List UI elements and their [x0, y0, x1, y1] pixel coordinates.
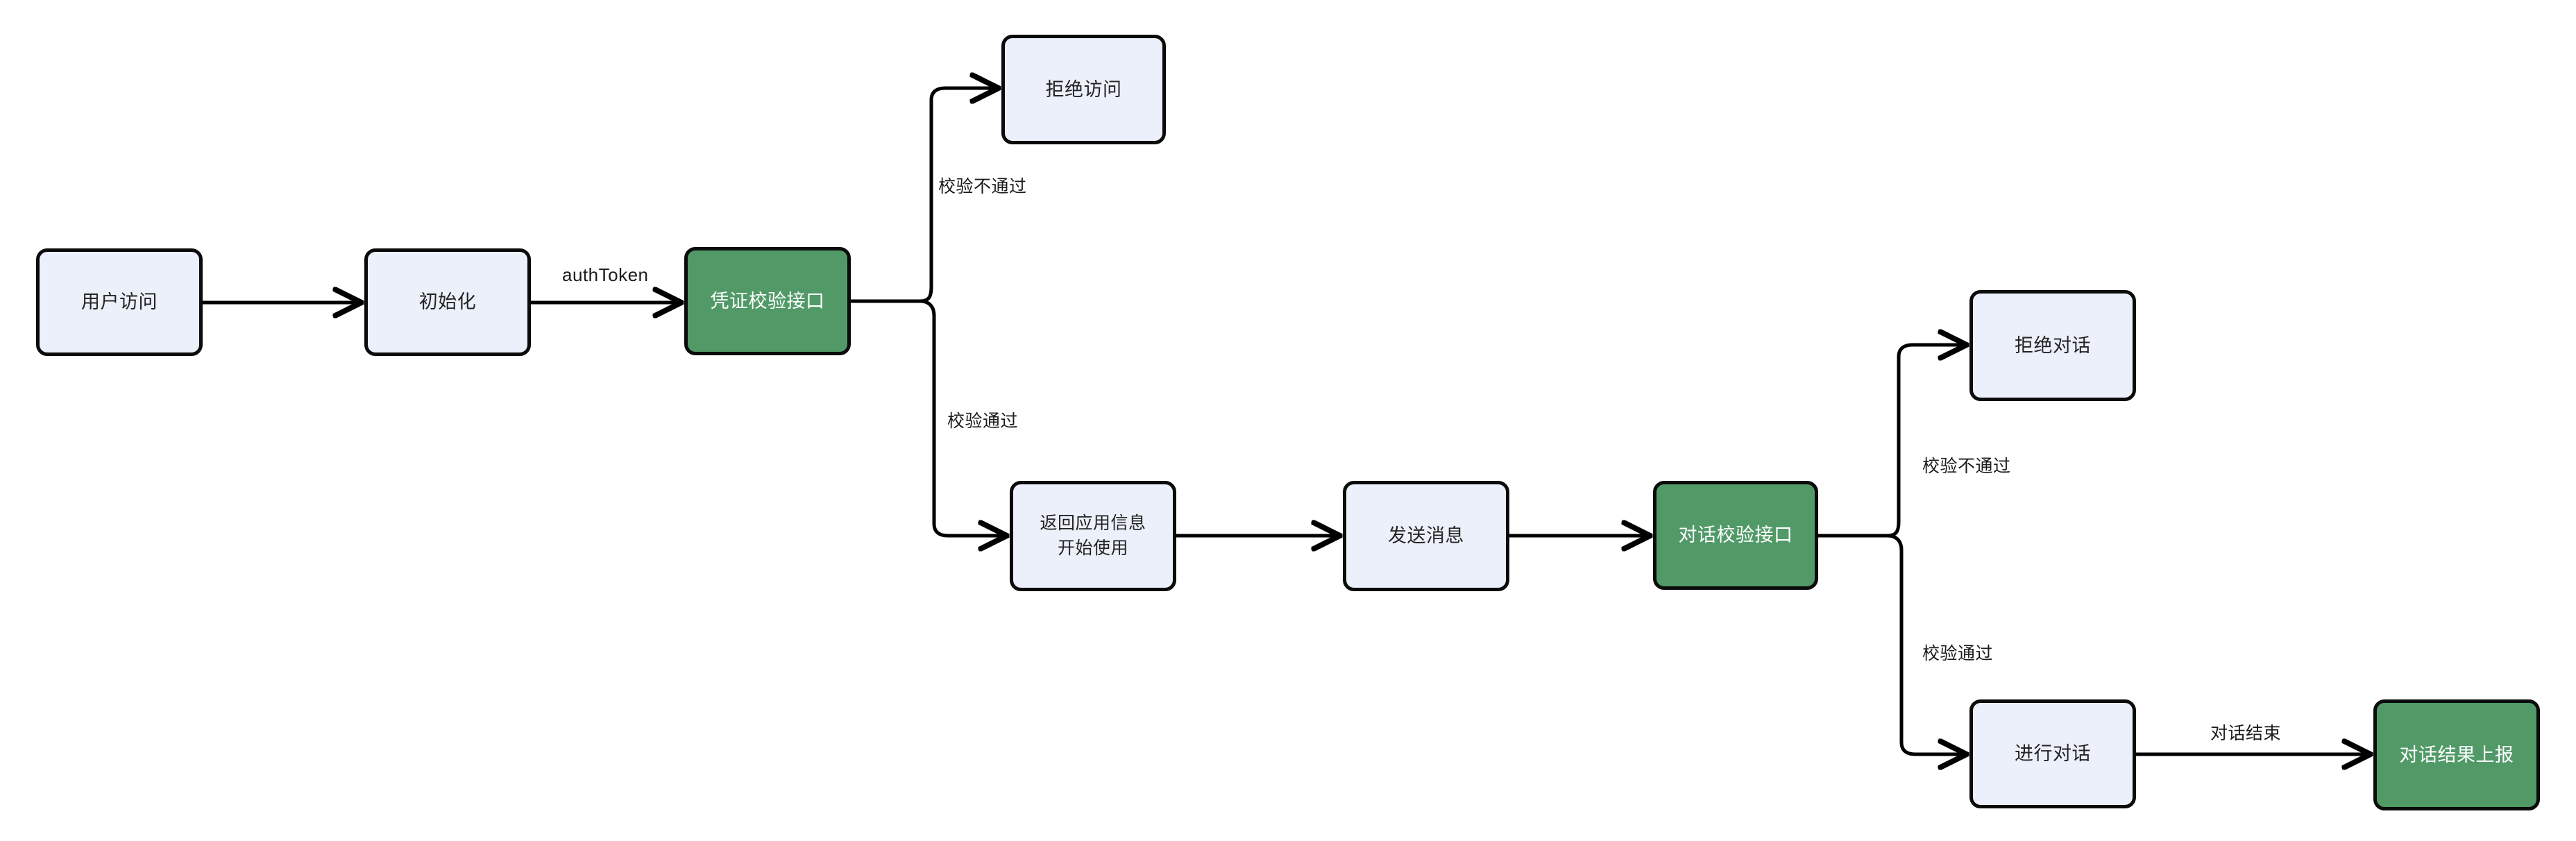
node-report_result[interactable]: 对话结果上报: [2373, 699, 2540, 810]
node-label-user_access: 用户访问: [81, 291, 158, 313]
node-do_dialog[interactable]: 进行对话: [1969, 699, 2136, 808]
edge-label-lbl_pass_1: 校验通过: [947, 411, 1019, 431]
node-user_access[interactable]: 用户访问: [36, 248, 203, 356]
node-dialog_verify_api[interactable]: 对话校验接口: [1653, 481, 1818, 590]
edge-label-lbl_authtoken: authToken: [562, 264, 649, 285]
node-return_app_info[interactable]: 返回应用信息 开始使用: [1010, 481, 1176, 591]
node-label-cred_verify_api: 凭证校验接口: [710, 290, 825, 312]
node-label-report_result: 对话结果上报: [2399, 744, 2514, 765]
edge-label-lbl_fail_1: 校验不通过: [938, 177, 1027, 196]
node-label-init: 初始化: [418, 291, 477, 313]
node-deny_dialog[interactable]: 拒绝对话: [1969, 290, 2136, 401]
edge-label-lbl_dialog_end: 对话结束: [2210, 724, 2282, 743]
node-init[interactable]: 初始化: [364, 248, 531, 356]
edge-dialog-verify-to-deny-dialog: [1887, 345, 1965, 538]
node-label-deny_dialog: 拒绝对话: [2015, 334, 2091, 356]
node-label-deny_access: 拒绝访问: [1045, 78, 1122, 100]
node-deny_access[interactable]: 拒绝访问: [1001, 35, 1166, 144]
node-label-send_message: 发送消息: [1388, 525, 1464, 547]
node-cred_verify_api[interactable]: 凭证校验接口: [684, 247, 851, 355]
node-send_message[interactable]: 发送消息: [1343, 481, 1509, 591]
node-label-do_dialog: 进行对话: [2015, 743, 2091, 765]
edge-label-lbl_pass_2: 校验通过: [1922, 644, 1994, 663]
node-label-return_app_info: 返回应用信息 开始使用: [1040, 513, 1146, 558]
node-label-dialog_verify_api: 对话校验接口: [1678, 525, 1793, 546]
edge-label-lbl_fail_2: 校验不通过: [1922, 457, 2011, 476]
